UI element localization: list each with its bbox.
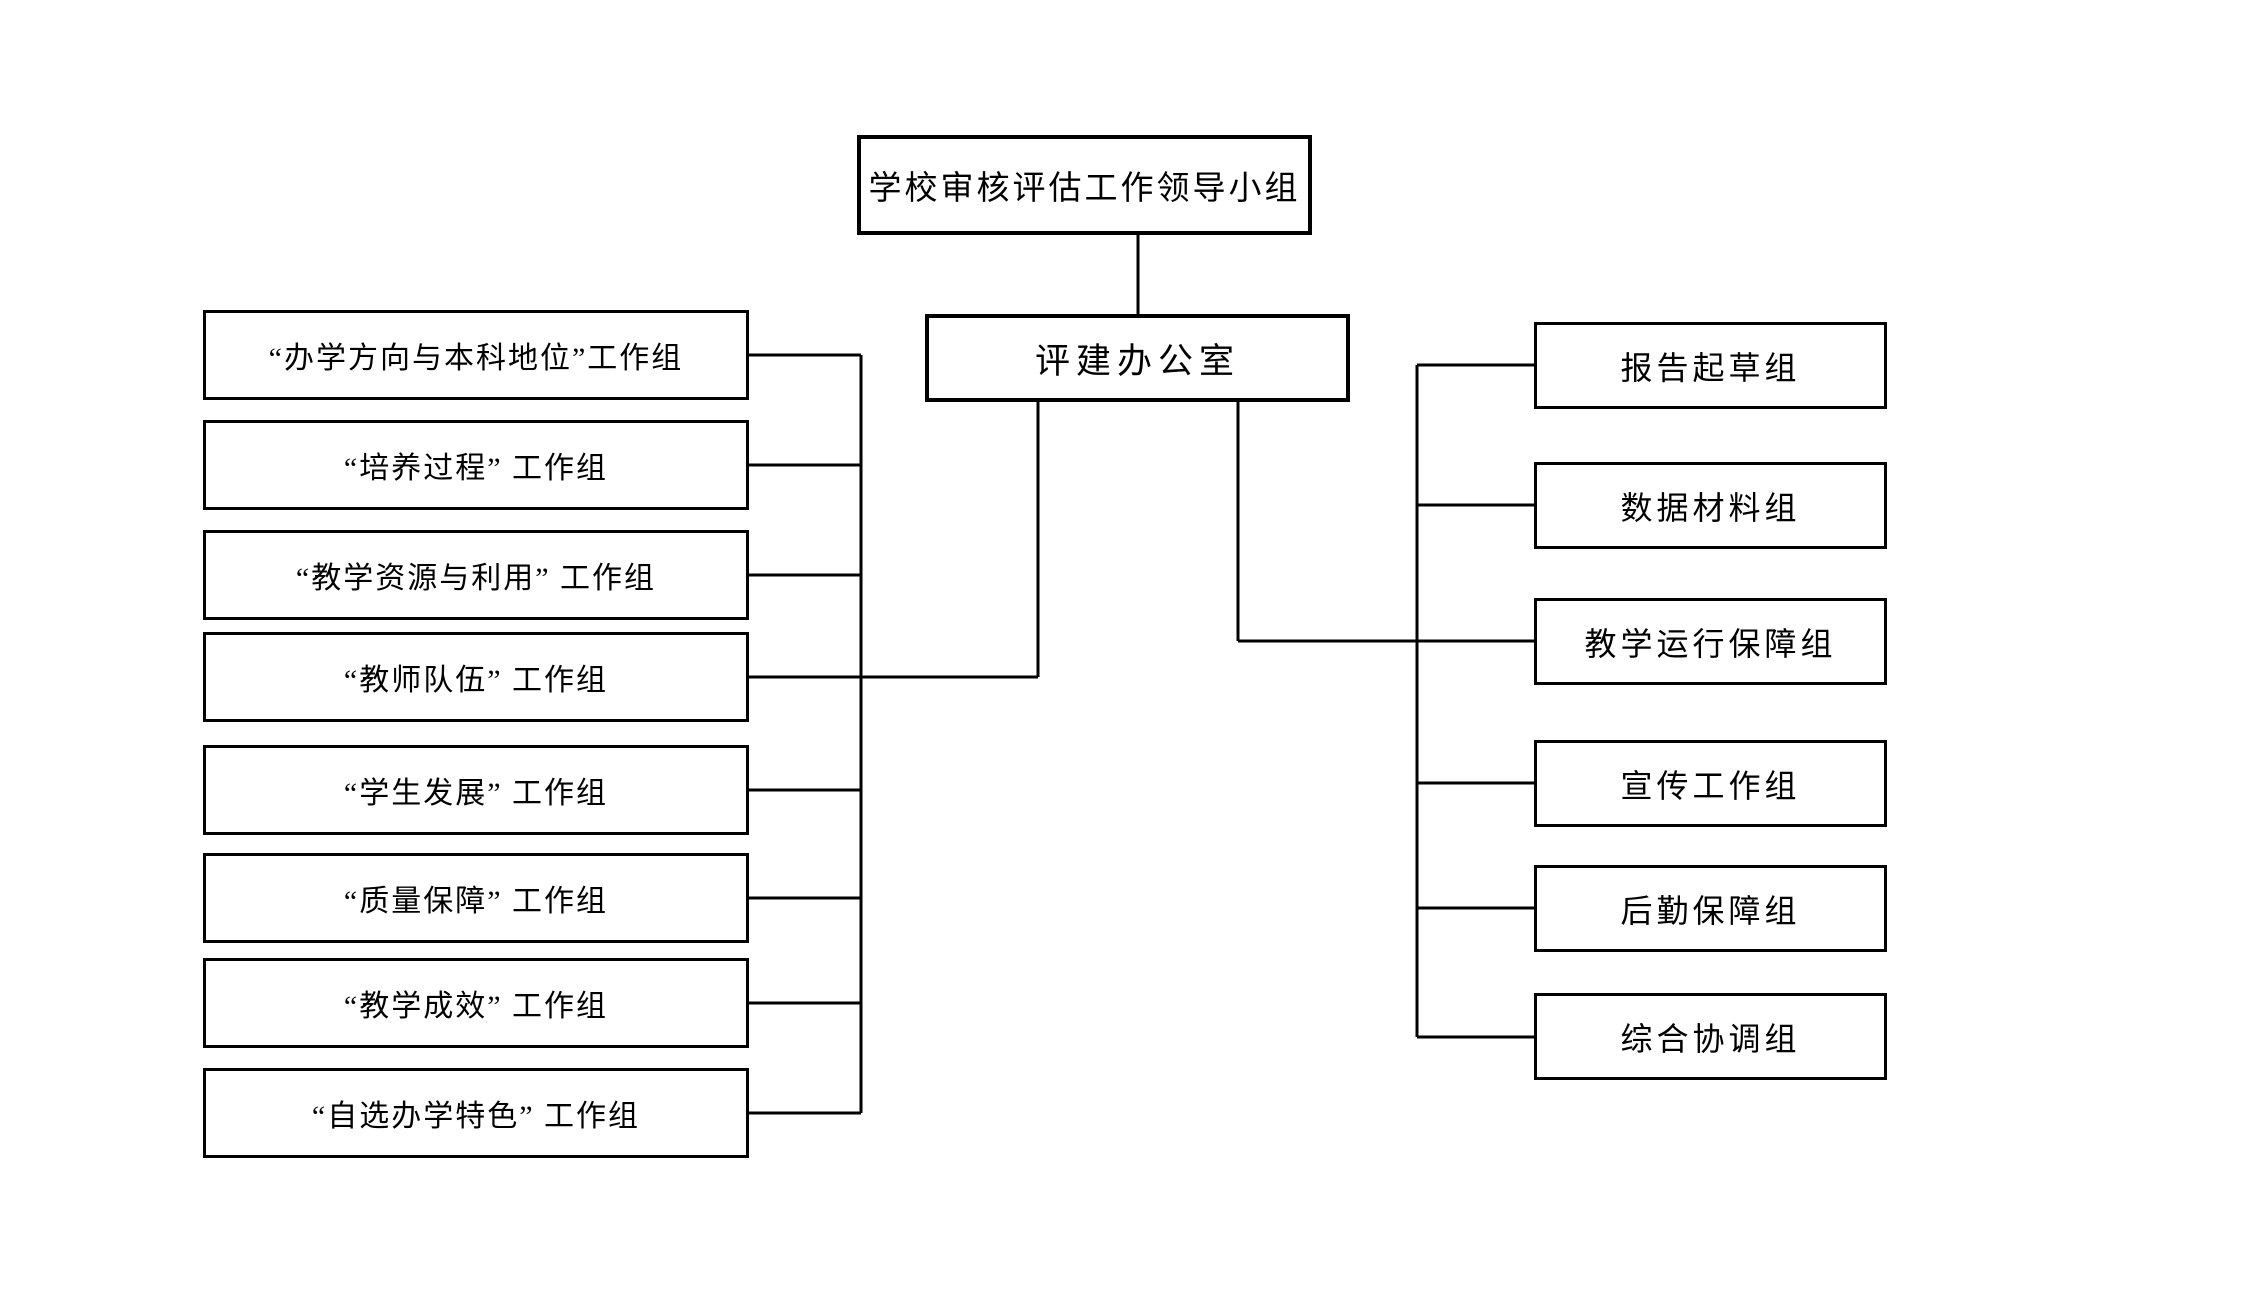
- left-group-box-1: “办学方向与本科地位”工作组: [203, 310, 749, 400]
- right-group-box-4: 宣传工作组: [1534, 740, 1887, 827]
- left-group-box-6: “质量保障” 工作组: [203, 853, 749, 943]
- right-group-box-3: 教学运行保障组: [1534, 598, 1887, 685]
- right-group-label: 后勤保障组: [1620, 892, 1801, 929]
- root-group-box: 学校审核评估工作领导小组: [857, 135, 1312, 235]
- root-group-label: 学校审核评估工作领导小组: [868, 171, 1301, 207]
- left-group-box-4: “教师队伍” 工作组: [203, 632, 749, 722]
- right-group-box-2: 数据材料组: [1534, 462, 1887, 549]
- right-group-label: 报告起草组: [1620, 349, 1801, 386]
- left-group-box-2: “培养过程” 工作组: [203, 420, 749, 510]
- left-group-label: “培养过程” 工作组: [343, 452, 609, 485]
- right-group-label: 综合协调组: [1620, 1020, 1801, 1057]
- left-group-box-7: “教学成效” 工作组: [203, 958, 749, 1048]
- left-group-label: “教学成效” 工作组: [343, 990, 609, 1023]
- left-group-label: “教师队伍” 工作组: [343, 664, 609, 697]
- left-group-label: “学生发展” 工作组: [343, 777, 609, 810]
- left-group-box-3: “教学资源与利用” 工作组: [203, 530, 749, 620]
- left-group-label: “教学资源与利用” 工作组: [295, 562, 657, 595]
- right-group-box-5: 后勤保障组: [1534, 865, 1887, 952]
- right-group-label: 宣传工作组: [1620, 767, 1801, 804]
- right-group-label: 教学运行保障组: [1584, 625, 1837, 662]
- right-group-label: 数据材料组: [1620, 489, 1801, 526]
- right-group-box-6: 综合协调组: [1534, 993, 1887, 1080]
- left-group-label: “质量保障” 工作组: [343, 885, 609, 918]
- office-label: 评建办公室: [1034, 341, 1240, 381]
- left-group-box-5: “学生发展” 工作组: [203, 745, 749, 835]
- office-box: 评建办公室: [925, 314, 1350, 402]
- left-group-box-8: “自选办学特色” 工作组: [203, 1068, 749, 1158]
- left-group-label: “办学方向与本科地位”工作组: [268, 342, 684, 375]
- right-group-box-1: 报告起草组: [1534, 322, 1887, 409]
- left-group-label: “自选办学特色” 工作组: [311, 1100, 641, 1133]
